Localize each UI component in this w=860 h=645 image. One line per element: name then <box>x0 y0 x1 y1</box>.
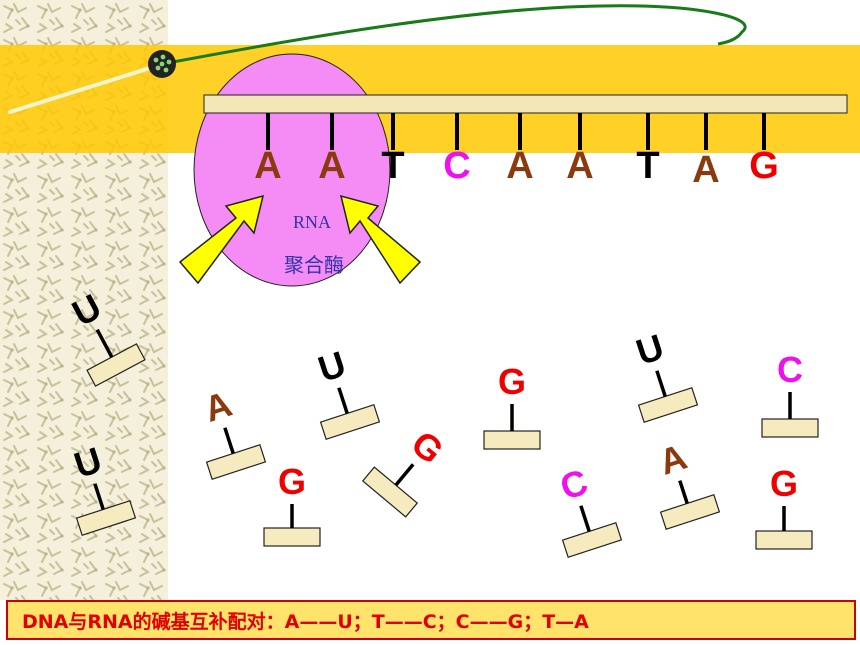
template-base: A <box>254 113 282 187</box>
free-nucleotide-letter: G <box>770 463 798 504</box>
free-nucleotide: G <box>755 463 813 550</box>
template-base-letter: A <box>692 149 719 191</box>
free-nucleotide-letter: U <box>631 326 668 373</box>
template-base-letter: A <box>318 145 345 187</box>
template-base: A <box>318 113 346 187</box>
template-base: A <box>566 113 594 187</box>
template-base: G <box>749 113 779 187</box>
polymerase-label-line1: RNA <box>293 212 331 232</box>
free-nucleotide-letter: G <box>278 461 306 502</box>
template-base: T <box>381 113 405 187</box>
template-base: T <box>636 113 660 187</box>
template-base-letter: A <box>506 145 533 187</box>
free-nucleotide-letter: C <box>555 461 592 508</box>
free-nucleotide: G <box>483 361 541 450</box>
free-nucleotide: G <box>263 461 321 547</box>
thread-highlight <box>8 66 152 114</box>
free-nucleotide-letter: C <box>777 349 803 390</box>
free-nucleotide: G <box>361 422 452 518</box>
free-nucleotide: A <box>654 436 721 530</box>
free-nucleotide-letter: G <box>498 361 526 402</box>
rna-polymerase <box>193 53 391 287</box>
polymerase-label-line2: 聚合酶 <box>284 253 344 277</box>
free-nucleotide: C <box>555 461 623 558</box>
template-base: A <box>506 113 534 187</box>
free-nucleotide: U <box>631 326 699 423</box>
free-nucleotide-letter: U <box>313 343 350 390</box>
template-base: C <box>443 113 471 187</box>
template-base-letter: A <box>254 145 281 187</box>
arrow-left-icon <box>178 194 265 285</box>
dna-template-strand <box>203 94 848 114</box>
template-base-letter: T <box>636 145 659 187</box>
template-base-letter: G <box>749 145 779 187</box>
rna-thread <box>161 4 747 66</box>
free-nucleotide: U <box>313 343 381 440</box>
free-nucleotide: C <box>761 349 819 438</box>
template-base: A <box>692 113 720 191</box>
pairing-caption: DNA与RNA的碱基互补配对：A——U；T——C；C——G；T—A <box>6 600 856 640</box>
template-base-letter: A <box>566 145 593 187</box>
thread-knot-icon <box>148 50 176 78</box>
template-base-letter: C <box>443 145 470 187</box>
arrow-right-icon <box>339 194 422 285</box>
free-nucleotide-letter: A <box>654 436 691 483</box>
free-nucleotide: A <box>199 383 267 480</box>
template-base-letter: T <box>381 145 404 187</box>
free-nucleotide-letter: A <box>199 383 236 430</box>
